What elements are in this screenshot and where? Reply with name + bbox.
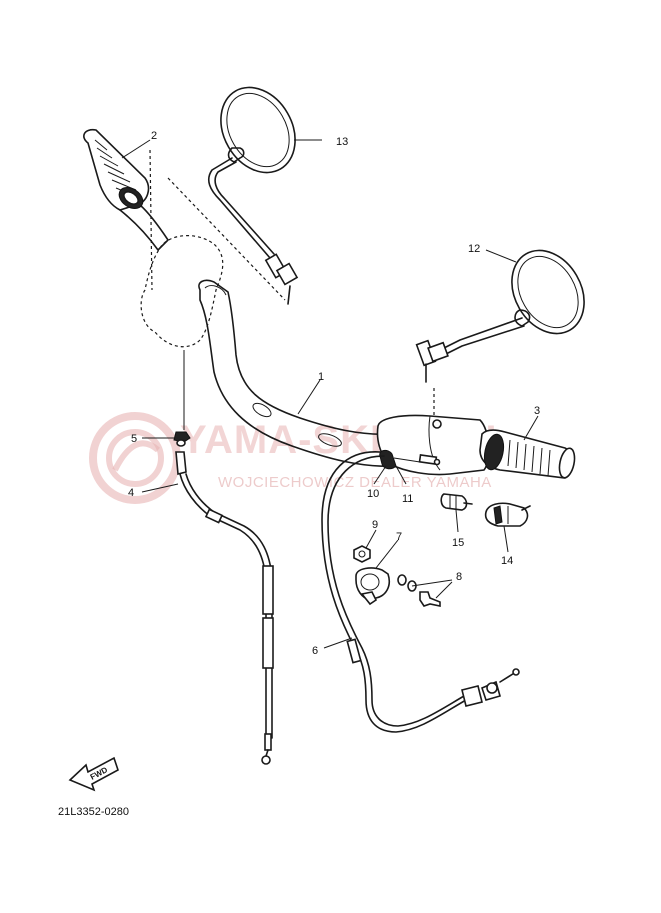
callout-11: 11 [402, 493, 413, 505]
callout-3: 3 [534, 405, 540, 417]
callout-15: 15 [452, 537, 464, 549]
left-switch-housing [140, 149, 286, 430]
callout-14: 14 [501, 555, 513, 567]
nut-part-5 [173, 431, 191, 447]
switch-part-15 [440, 493, 473, 511]
callout-4: 4 [128, 487, 134, 499]
right-grip [479, 429, 576, 479]
callout-8: 8 [456, 571, 462, 583]
clutch-cable [175, 451, 274, 765]
callout-9: 9 [372, 519, 378, 531]
callouts: 1 2 3 4 5 6 7 8 9 10 11 12 13 14 15 [121, 130, 540, 657]
callout-13: 13 [336, 136, 348, 148]
right-mirror [415, 249, 585, 383]
callout-2: 2 [151, 130, 157, 142]
forward-arrow-icon: FWD [68, 756, 119, 792]
left-grip [83, 128, 169, 251]
watermark-subtitle: WOJCIECHOWICZ DEALER YAMAHA [218, 474, 492, 491]
screws-part-8 [397, 574, 441, 607]
callout-7: 7 [396, 531, 402, 543]
callout-1: 1 [318, 371, 324, 383]
callout-10: 10 [367, 488, 379, 500]
throttle-cable [321, 451, 520, 733]
callout-12: 12 [468, 243, 480, 255]
diagram-code: 21L3352-0280 [58, 806, 129, 818]
callout-5: 5 [131, 433, 137, 445]
switch-part-14 [484, 502, 531, 527]
callout-6: 6 [312, 645, 318, 657]
clamp-part-7 [355, 567, 391, 606]
left-mirror [208, 86, 299, 305]
nut-part-9 [353, 545, 371, 563]
